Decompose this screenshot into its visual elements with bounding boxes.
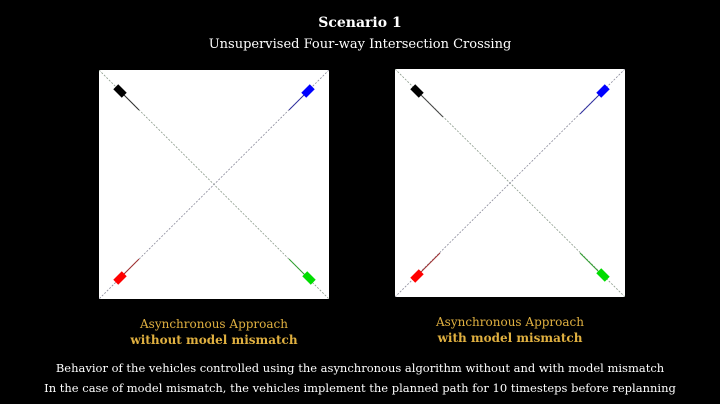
scenario-title: Scenario 1: [318, 15, 402, 31]
intersection-diagram: [395, 69, 625, 297]
vehicle-blue: [301, 84, 315, 98]
caption-approach: Asynchronous Approach: [140, 317, 288, 331]
vehicle-black: [113, 84, 127, 98]
vehicle-black: [410, 84, 424, 98]
caption-condition: without model mismatch: [130, 333, 298, 347]
scenario-subtitle: Unsupervised Four-way Intersection Cross…: [208, 37, 512, 52]
intersection-diagram: [99, 70, 329, 299]
vehicle-red: [410, 269, 424, 283]
vehicle-blue: [596, 84, 610, 98]
simulation-panel-with-mismatch: [395, 69, 625, 297]
footer-line-2: In the case of model mismatch, the vehic…: [44, 381, 676, 395]
caption-without-mismatch: Asynchronous Approach without model mism…: [99, 316, 329, 348]
footer-line-1: Behavior of the vehicles controlled usin…: [55, 361, 665, 375]
vehicle-green: [302, 271, 316, 285]
simulation-panel-without-mismatch: [99, 70, 329, 299]
caption-condition: with model mismatch: [437, 331, 583, 345]
vehicle-green: [596, 268, 610, 282]
caption-with-mismatch: Asynchronous Approach with model mismatc…: [395, 314, 625, 346]
caption-approach: Asynchronous Approach: [436, 315, 584, 329]
vehicle-red: [113, 271, 127, 285]
